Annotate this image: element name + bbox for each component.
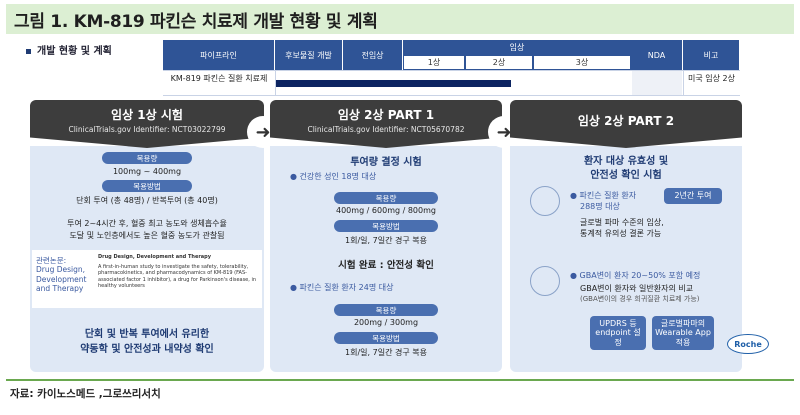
paper-card: 관련논문: Drug Design, Development and Thera… [32,250,262,308]
method-value: 1회/일, 7일간 경구 복용 [345,348,427,357]
row-note: 미국 임상 2상 [688,74,735,83]
roche-logo: Roche [727,334,769,354]
desc-3: GBA변이 환자와 일반환자의 비교 [580,284,694,293]
paper-label-line: Drug Design, [36,265,86,275]
panel-header: 임상 2상 PART 1 ClinicalTrials.gov Identifi… [270,100,502,148]
trial-complete: 시험 완료 : 안전성 확인 [338,260,434,271]
title-bar: 그림 1. KM-819 파킨슨 치료제 개발 현황 및 계획 [6,4,794,34]
method-label: 복용방법 [334,332,438,344]
bullet-3b: 288명 대상 [580,202,620,211]
footer-divider [6,379,794,381]
header-clinical: 임상 [403,40,631,55]
method-label: 복용방법 [334,220,438,232]
panel-title: 임상 2상 PART 1 [337,108,435,122]
conclusion-1: 단회 및 반복 투여에서 유리한 [84,329,210,340]
brain-icon [530,186,560,216]
section-subheading: 개발 현황 및 계획 [26,42,112,57]
paper-label-line: Development [36,274,87,284]
method-label: 복용방법 [102,180,192,192]
description-2: 도달 및 노인층에서도 높은 혈중 농도가 관찰됨 [69,231,225,240]
dose-value: 200mg / 300mg [353,318,419,327]
header-candidate: 후보물질 개발 [275,40,343,70]
bullet-4: ● GBA변이 환자 20~50% 포함 예정 [570,271,701,280]
bullet-1: ● 건강한 성인 18명 대상 [290,172,377,181]
conclusion-2: 약동학 및 안전성과 내약성 확인 [80,344,214,355]
dna-icon [530,266,560,296]
header-pipeline: 파이프라인 [163,40,275,70]
bullet-text: 파킨슨 질환 환자 [579,191,637,200]
bullet-text: 건강한 성인 18명 대상 [299,172,377,181]
dose-label: 복용량 [334,192,438,204]
duration-badge: 2년간 투여 [664,188,722,204]
desc-4: (GBA변이의 경우 희귀질환 치료제 가능) [580,295,700,303]
panel-heading: 투여량 결정 시험 [350,157,422,168]
method-value: 1회/일, 7일간 경구 복용 [345,236,427,245]
dose-value: 100mg ~ 400mg [112,167,182,176]
panel-title: 임상 2상 PART 2 [577,114,675,128]
page-title: 그림 1. KM-819 파킨슨 치료제 개발 현황 및 계획 [14,12,378,32]
panel-phase2-part2: 임상 2상 PART 2 환자 대상 유효성 및 안전성 확인 시험 ● 파킨슨… [510,100,742,372]
paper-label: 관련논문: Drug Design, Development and Thera… [36,256,87,294]
divider [275,70,276,96]
panel-title: 임상 1상 시험 [111,108,183,122]
timeline-row [163,70,740,96]
progress-bar [275,80,511,87]
paper-journal: Drug Design, Development and Therapy [98,254,212,260]
dose-label: 복용량 [334,304,438,316]
header-nda: NDA [631,40,683,70]
panel-subtitle: ClinicalTrials.gov Identifier: NCT056707… [307,125,465,134]
panel-phase2-part1: 임상 2상 PART 1 ClinicalTrials.gov Identifi… [270,100,502,372]
dose-label: 복용량 [102,152,192,164]
panel-header: 임상 2상 PART 2 [510,100,742,148]
bullet-text: 파킨슨 질환 환자 24명 대상 [299,283,394,292]
panel-header: 임상 1상 시험 ClinicalTrials.gov Identifier: … [30,100,264,148]
paper-label-line: and Therapy [36,284,84,294]
phase-2: 2상 [465,55,533,70]
bullet-2: ● 파킨슨 질환 환자 24명 대상 [290,283,394,292]
divider [683,70,684,96]
wearable-box: 글로벌파마의 Wearable App 적용 [652,316,714,350]
paper-text: A first-in-human study to investigate th… [98,264,256,289]
panel-subtitle: ClinicalTrials.gov Identifier: NCT030227… [68,125,226,134]
panel-heading-2: 안전성 확인 시험 [590,170,662,181]
nda-cell [632,71,682,95]
panel-phase1: 임상 1상 시험 ClinicalTrials.gov Identifier: … [30,100,264,372]
method-value: 단회 투여 (총 48명) / 반복투여 (총 40명) [76,196,218,205]
description-1: 투여 2~4시간 후, 혈중 최고 농도와 생체흡수율 [67,219,227,228]
dose-value: 400mg / 600mg / 800mg [336,206,436,215]
development-timeline: 파이프라인 후보물질 개발 전임상 임상 1상 2상 3상 NDA 비고 KM-… [163,40,740,96]
row-label: KM-819 파킨슨 질환 치료제 [170,74,268,83]
phase-1: 1상 [403,55,465,70]
desc-1: 글로벌 파마 수준의 임상, [580,218,664,227]
header-preclinical: 전임상 [343,40,403,70]
paper-label-line: 관련논문: [36,256,67,265]
updrs-box: UPDRS 등 endpoint 설정 [590,316,646,350]
bullet-3a: ● 파킨슨 질환 환자 [570,191,637,200]
panel-heading-1: 환자 대상 유효성 및 [583,156,669,167]
phase-3: 3상 [533,55,631,70]
header-note: 비고 [683,40,740,70]
source-note: 자료: 카이노스메드 ,그로쓰리서치 [10,388,161,400]
desc-2: 통계적 유의성 결론 가능 [580,229,662,238]
bullet-text: GBA변이 환자 20~50% 포함 예정 [579,271,701,280]
